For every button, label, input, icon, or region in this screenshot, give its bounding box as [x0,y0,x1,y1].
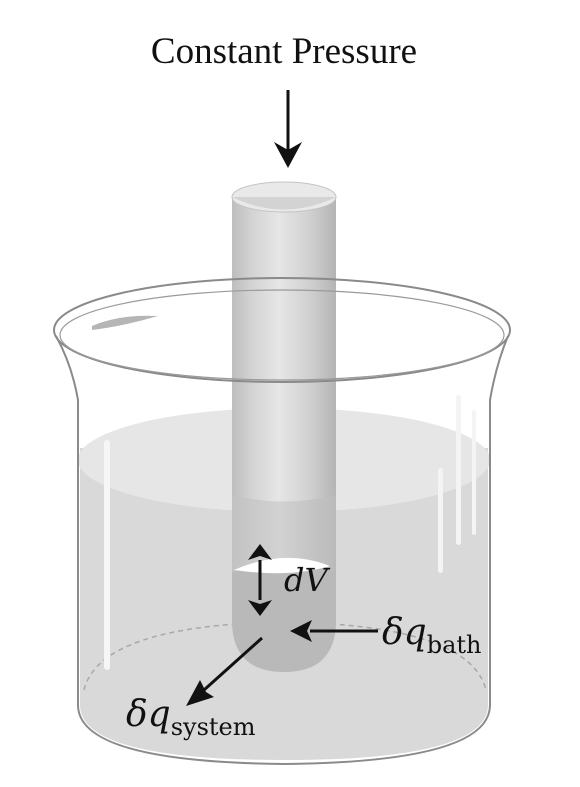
diagram-title: Constant Pressure [150,31,418,72]
tube-rim-shadow [232,197,336,210]
heat-bath-arrow [290,620,378,642]
heat-bath-symbol: δq [382,612,427,653]
heat-system-arrow [186,636,264,706]
volume-change-label: dV [284,561,328,599]
vapor-gap [234,557,330,574]
system-fluid [232,564,336,672]
heat-bath-subscript: bath [426,631,482,659]
heat-bath-label: δqbath [382,612,482,659]
test-tube [232,196,336,502]
beaker [53,277,511,766]
heat-system-label: δqsystem [126,694,256,741]
heat-system-subscript: system [170,713,256,741]
pressure-arrow [274,90,302,168]
dv-arrow [248,544,272,616]
glass-highlights [92,315,476,670]
heat-system-symbol: δq [126,694,171,735]
volume-change-text: dV [284,561,328,599]
